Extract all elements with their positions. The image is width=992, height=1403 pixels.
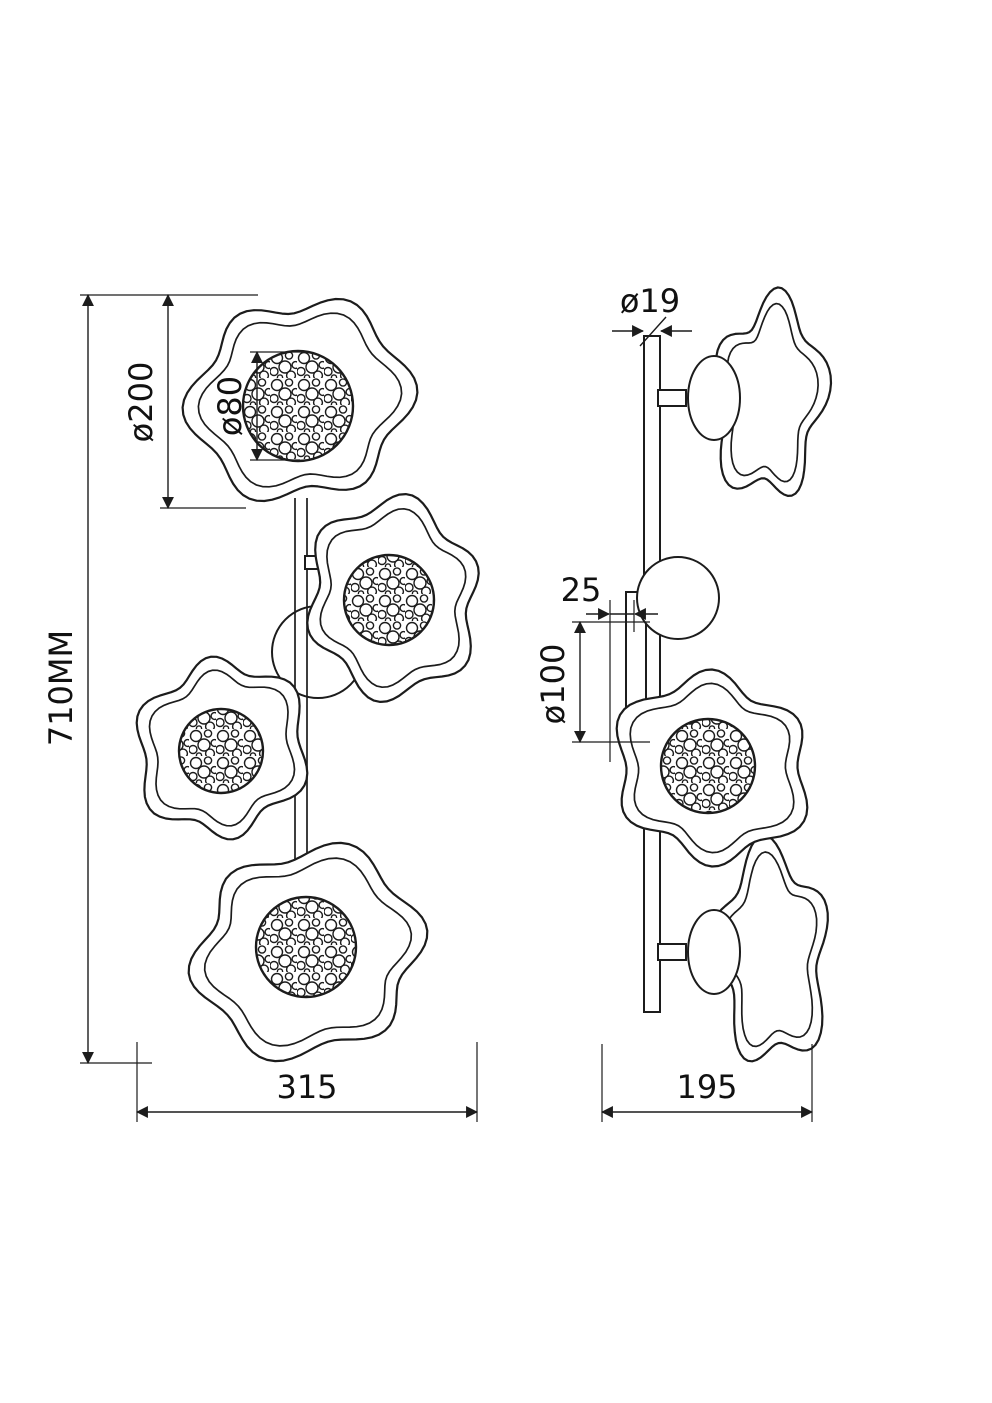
- tube-diameter-label: ø19: [620, 282, 680, 320]
- flower-bottom-inner-line: [203, 857, 413, 1047]
- shade-top-socket-dome: [687, 355, 741, 441]
- flower-diameter-label: ø200: [122, 362, 160, 443]
- flower-bottom: [187, 841, 429, 1063]
- flower-top-crystal: [241, 349, 355, 463]
- side-canopy-circle: [636, 556, 720, 640]
- shade-top-profile: [657, 286, 833, 497]
- canopy-diameter-label: ø100: [534, 644, 572, 725]
- crystal-diameter-label: ø80: [211, 376, 249, 436]
- tick-mark: [639, 316, 667, 347]
- shade-bottom-profile: [657, 834, 829, 1063]
- flower-front-facing: [615, 668, 809, 868]
- flower-middle-left: [135, 655, 309, 841]
- flower-right-crystal: [342, 553, 436, 647]
- offset-dimension-label: 25: [561, 571, 602, 609]
- shade-top-stub: [657, 389, 687, 407]
- shade-bottom-stub: [657, 943, 687, 961]
- flower-left-inner-line: [148, 669, 296, 827]
- height-dimension-label: 710MM: [42, 630, 80, 746]
- dimension-depth-195: 195: [601, 1044, 813, 1122]
- width-dimension-label: 315: [276, 1068, 337, 1106]
- dimension-flower-200: ø200: [122, 294, 246, 509]
- dimension-width-315: 315: [136, 1042, 478, 1122]
- flower-top-inner-line: [197, 312, 403, 488]
- side-view: ø19 25 ø100 195: [534, 282, 833, 1122]
- dimension-canopy-100: ø100: [534, 621, 650, 743]
- flower-middle-right: [306, 493, 480, 703]
- dimension-crystal-80: ø80: [211, 351, 306, 461]
- dimension-offset-25: 25: [561, 571, 658, 762]
- flower-front-inner-line: [629, 682, 795, 854]
- depth-dimension-label: 195: [676, 1068, 737, 1106]
- flower-bottom-crystal: [254, 895, 358, 999]
- flower-right-inner-line: [319, 507, 467, 689]
- shade-bottom-socket-dome: [687, 909, 741, 995]
- flower-front-crystal: [659, 717, 757, 815]
- flower-top: [181, 297, 419, 503]
- flower-left-crystal: [177, 707, 265, 795]
- front-view: 710MM ø200 ø80 315: [42, 294, 480, 1122]
- dimension-tube-19: ø19: [612, 282, 692, 347]
